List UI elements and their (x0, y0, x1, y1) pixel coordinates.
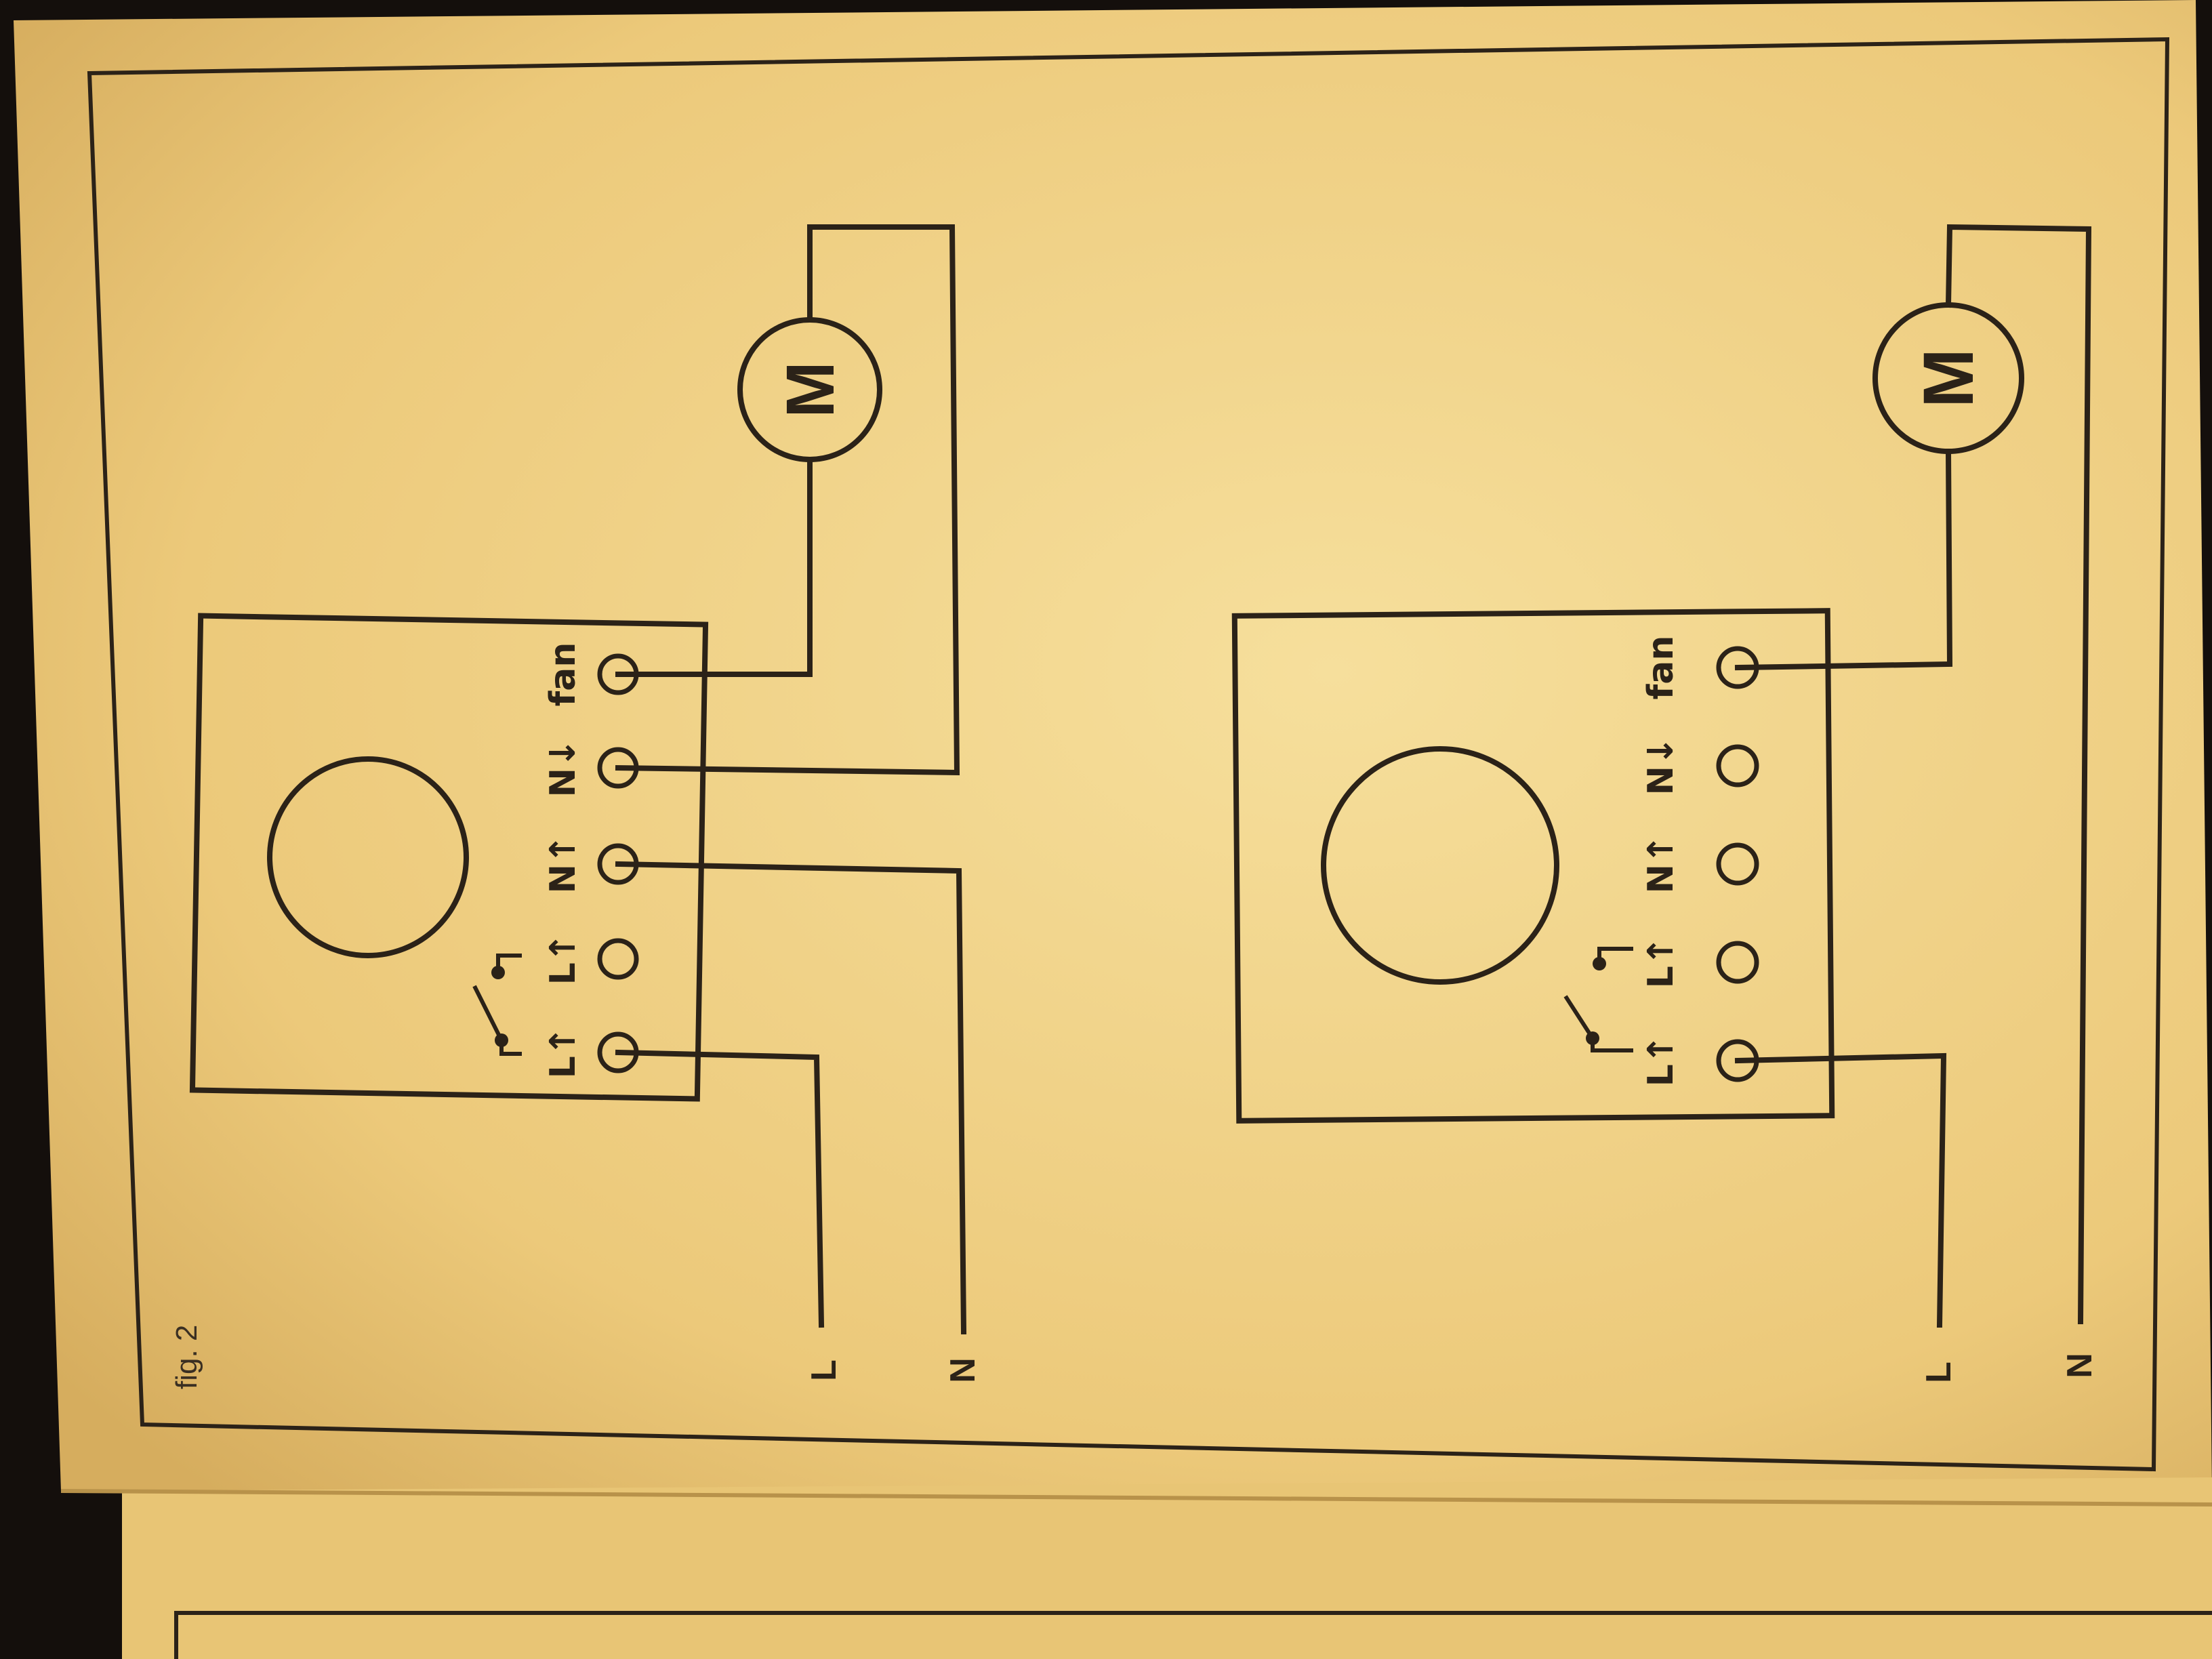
thermostat-box-top (189, 613, 709, 1102)
switch-contact-top (472, 954, 522, 1056)
thermostat-box-bottom (1231, 608, 1835, 1124)
terminal-label-n-down-top: N↓ (543, 738, 583, 797)
supply-label-n-top: N (943, 1357, 983, 1383)
supply-label-l-top: L (804, 1359, 844, 1381)
terminal-label-n-up-top: N↑ (543, 834, 583, 893)
terminal-label-l-out-bottom: L↑ (1641, 937, 1681, 989)
lower-paper-sheet (122, 1477, 2212, 1659)
wire-motor-to-neutral-top (615, 224, 960, 776)
terminal-label-fan-bottom: fan (1641, 636, 1681, 700)
paper-sheet (14, 0, 2212, 1491)
dial-circle-top (267, 756, 469, 958)
terminal-label-l-in-bottom: L↑ (1641, 1035, 1681, 1087)
wire-n-up-to-supply-top (615, 861, 967, 1335)
fold-crease (60, 1489, 2212, 1507)
wire-l-in-to-supply-top (615, 1049, 825, 1328)
dial-circle-bottom (1321, 746, 1559, 985)
motor-label-top: M (773, 361, 848, 417)
page-border (87, 37, 2170, 1472)
terminal-n-down-bottom (1716, 744, 1759, 787)
wire-fan-to-motor-top (615, 457, 813, 677)
wire-fan-to-motor-bottom (1734, 448, 1953, 671)
terminal-l-out-bottom (1716, 941, 1759, 984)
supply-label-l-bottom: L (1919, 1361, 1959, 1383)
switch-contact-bottom (1563, 947, 1633, 1052)
terminal-label-fan-top: fan (543, 642, 583, 707)
terminal-n-up-bottom (1716, 842, 1759, 886)
terminal-label-n-down-bottom: N↓ (1641, 736, 1681, 795)
lower-sheet-border (174, 1611, 2212, 1659)
figure-label: fig. 2 (170, 1325, 203, 1389)
terminal-l-out-top (597, 938, 639, 980)
terminal-label-n-up-bottom: N↑ (1641, 834, 1681, 893)
diagram-bottom: fan N↓ N↑ L↑ L↑ M (1231, 224, 2100, 1383)
supply-label-n-bottom: N (2060, 1353, 2100, 1378)
diagram-top: fan N↓ N↑ L↑ L↑ M (189, 224, 983, 1383)
wire-l-in-to-supply-bottom (1734, 1052, 1947, 1328)
motor-label-bottom: M (1909, 348, 1988, 407)
terminal-label-l-in-top: L↑ (543, 1027, 583, 1079)
terminal-label-l-out-top: L↑ (543, 933, 583, 985)
wire-motor-to-neutral-bottom (1945, 224, 2092, 1325)
